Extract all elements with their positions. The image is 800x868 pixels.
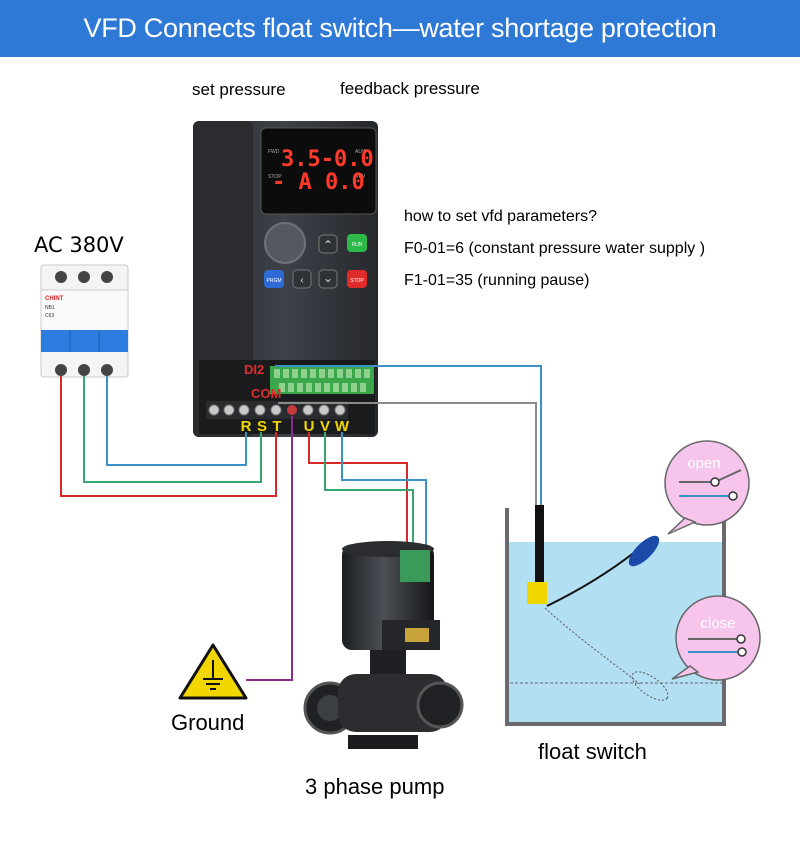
stop-key-label: STOP — [350, 278, 364, 284]
di2-terminal-label: DI2 — [244, 362, 264, 377]
wire-red-motor — [308, 432, 408, 612]
display-rev-indicator: REV — [355, 174, 366, 180]
display-alm-indicator: ALM — [355, 149, 365, 155]
pump-label: 3 phase pump — [305, 774, 445, 799]
ground-label: Ground — [171, 710, 245, 735]
breaker-handle[interactable] — [41, 330, 128, 352]
open-label: open — [687, 455, 720, 472]
power-terminal-block: R S T U V W — [206, 401, 350, 435]
parameter-line-1: F0-01=6 (constant pressure water supply … — [404, 240, 706, 257]
terminal-w: W — [335, 418, 350, 435]
vfd-display: FWD ALM STOP REV 3.5-0.0 - A 0.0 — [260, 127, 377, 215]
title-banner: VFD Connects float switch—water shortage… — [0, 0, 800, 57]
wire-blue-supply — [106, 376, 247, 466]
wire-ground — [246, 416, 293, 681]
display-feedback-value: - A 0.0 — [272, 170, 365, 195]
parameter-line-2: F1-01=35 (running pause) — [404, 272, 590, 289]
display-stop-indicator: STOP — [268, 174, 282, 180]
feedback-pressure-label: feedback pressure — [340, 79, 480, 98]
up-key[interactable] — [318, 234, 338, 254]
breaker-brand: CHINT — [45, 296, 64, 302]
down-arrow-icon: ⌄ — [323, 271, 333, 285]
open-state-bubble: open — [664, 440, 750, 535]
wire-red-supply — [60, 376, 277, 497]
terminal-t: T — [272, 418, 281, 435]
circuit-breaker: CHINT NB1 C63 — [40, 264, 129, 378]
terminal-u: U — [304, 418, 315, 435]
breaker-rating: C63 — [45, 313, 54, 319]
ac-supply-label: AC 380V — [34, 233, 124, 257]
display-set-value: 3.5-0.0 — [281, 147, 374, 172]
vfd-keypad: ⌃ RUN PRGM ‹ ⌄ STOP — [264, 222, 367, 289]
display-fwd-indicator: FWD — [268, 149, 280, 155]
ground-warning-icon — [178, 643, 248, 700]
shift-key[interactable] — [292, 269, 312, 289]
close-label: close — [700, 615, 735, 632]
close-state-bubble: close — [671, 595, 761, 681]
supply-wires — [60, 376, 277, 497]
float-ball — [628, 535, 660, 567]
run-key-label: RUN — [352, 242, 363, 248]
down-key[interactable] — [318, 269, 338, 289]
breaker-model: NB1 — [45, 305, 55, 311]
shift-left-icon: ‹ — [300, 275, 303, 286]
wire-green-supply — [83, 376, 262, 483]
run-key[interactable] — [347, 234, 367, 252]
parameter-heading: how to set vfd parameters? — [404, 208, 597, 225]
float-switch — [527, 505, 669, 701]
set-pressure-label: set pressure — [192, 80, 286, 99]
terminal-r: R — [241, 418, 252, 435]
com-terminal-label: COM — [251, 386, 281, 401]
control-terminal-block: DI2 COM — [244, 362, 374, 401]
prgm-key-label: PRGM — [267, 278, 282, 284]
prgm-key[interactable] — [264, 270, 284, 288]
potentiometer-knob[interactable] — [264, 222, 306, 264]
stop-key[interactable] — [347, 270, 367, 288]
terminal-s: S — [257, 418, 267, 435]
three-phase-pump — [303, 541, 464, 749]
vfd-drive: FWD ALM STOP REV 3.5-0.0 - A 0.0 ⌃ RUN P… — [193, 121, 378, 437]
float-switch-label: float switch — [538, 739, 647, 764]
up-arrow-icon: ⌃ — [323, 238, 333, 252]
terminal-v: V — [320, 418, 330, 435]
